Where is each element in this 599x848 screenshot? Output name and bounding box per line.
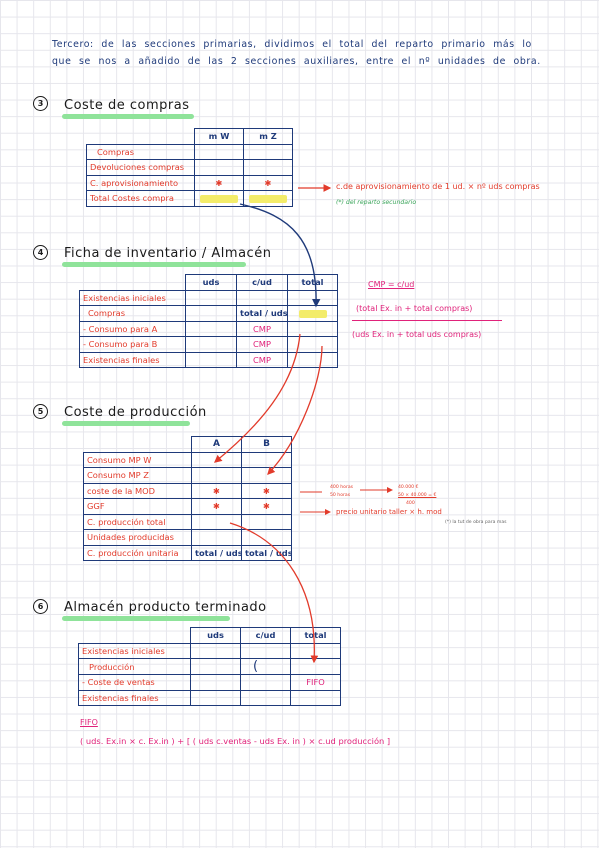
ggf-note: precio unitario taller × h. mod xyxy=(336,508,442,516)
table-row: Devoluciones compras xyxy=(86,159,293,176)
table-coste-produccion: A B Consumo MP W Consumo MP Z coste de l… xyxy=(83,436,292,561)
fifo-formula: ( uds. Ex.in × c. Ex.in ) + [ ( uds c.ve… xyxy=(80,736,391,746)
section-5-title: Coste de producción xyxy=(64,405,207,420)
fifo-title: FIFO xyxy=(80,718,98,727)
cmp-formula-denominator: (uds Ex. in + total uds compras) xyxy=(352,330,482,339)
mod-note-hours-1: 400 horas xyxy=(330,485,354,490)
table-almacen-producto: uds c/ud total Existencias iniciales Pro… xyxy=(78,627,341,706)
mod-note-divisor: 400 xyxy=(406,501,415,506)
section-6-title: Almacén producto terminado xyxy=(64,600,267,615)
aprovisionamiento-note: c.de aprovisionamiento de 1 ud. × nº uds… xyxy=(336,182,540,191)
table-row: Total Costes compra xyxy=(86,190,293,207)
arrow-consumo-a xyxy=(213,333,301,463)
table-row: Consumo MP Z xyxy=(83,467,292,484)
section-5-number: 5 xyxy=(33,404,48,419)
row-label: C. producción unitaria xyxy=(83,544,192,561)
table-row: Compras total / uds xyxy=(79,305,338,322)
table-row: C. producción unitaria total / uds total… xyxy=(83,544,292,561)
mod-note-calc: 50 × 40.000 = € xyxy=(398,493,437,498)
section-4-title: Ficha de inventario / Almacén xyxy=(64,246,272,261)
highlight-fill xyxy=(200,194,238,203)
aprovisionamiento-subnote: (*) del reparto secundario xyxy=(336,199,417,206)
section-4-number: 4 xyxy=(33,245,48,260)
table-row: Existencias finales xyxy=(78,689,341,706)
table-row: Unidades producidas xyxy=(83,529,292,546)
section-3-highlight xyxy=(62,114,194,119)
section-6-highlight xyxy=(62,616,230,621)
section-5-highlight xyxy=(62,421,190,426)
total-uds-cell: total / uds xyxy=(241,544,292,561)
row-label: Total Costes compra xyxy=(86,190,195,207)
table-row: C. aprovisionamiento ✱ ✱ xyxy=(86,174,293,191)
intro-text: Tercero: de las secciones primarias, div… xyxy=(52,36,572,70)
table-row: Existencias finales CMP xyxy=(79,351,338,368)
cmp-formula-title: CMP = c/ud xyxy=(368,280,415,289)
mod-note-amount: 40.000 € xyxy=(398,485,419,490)
arrow-consumo-b xyxy=(267,345,323,475)
highlight-fill xyxy=(298,309,327,318)
intro-line-1: Tercero: de las secciones primarias, div… xyxy=(52,39,532,50)
fraction-line xyxy=(352,320,502,322)
section-4-highlight xyxy=(62,262,246,267)
intro-line-2: que se nos a añadido de las 2 secciones … xyxy=(52,56,541,67)
cmp-formula-numerator: (total Ex. in + total compras) xyxy=(356,304,473,313)
table-row: - Coste de ventas FIFO xyxy=(78,674,341,691)
table-ficha-inventario: uds c/ud total Existencias iniciales Com… xyxy=(79,274,338,368)
table-row: Consumo MP W xyxy=(83,451,292,468)
arrow-to-produccion xyxy=(229,522,319,664)
table-row: uds c/ud total xyxy=(79,274,338,291)
highlight-fill xyxy=(249,194,287,203)
section-3-title: Coste de compras xyxy=(64,98,190,113)
cmp-cell: CMP xyxy=(236,351,288,368)
table-row: - Consumo para B CMP xyxy=(79,336,338,353)
section-6-number: 6 xyxy=(33,599,48,614)
mod-note-hours-2: 50 horas xyxy=(330,493,351,498)
arrow-total-to-compras xyxy=(239,203,321,308)
table-coste-compras: m W m Z Compras Devoluciones compras C. … xyxy=(86,128,293,207)
section-3-number: 3 xyxy=(33,96,48,111)
table-row: Existencias iniciales xyxy=(79,289,338,306)
ggf-subnote: (*) la tut de obra para mas xyxy=(445,520,507,525)
table-row: m W m Z xyxy=(86,128,293,145)
